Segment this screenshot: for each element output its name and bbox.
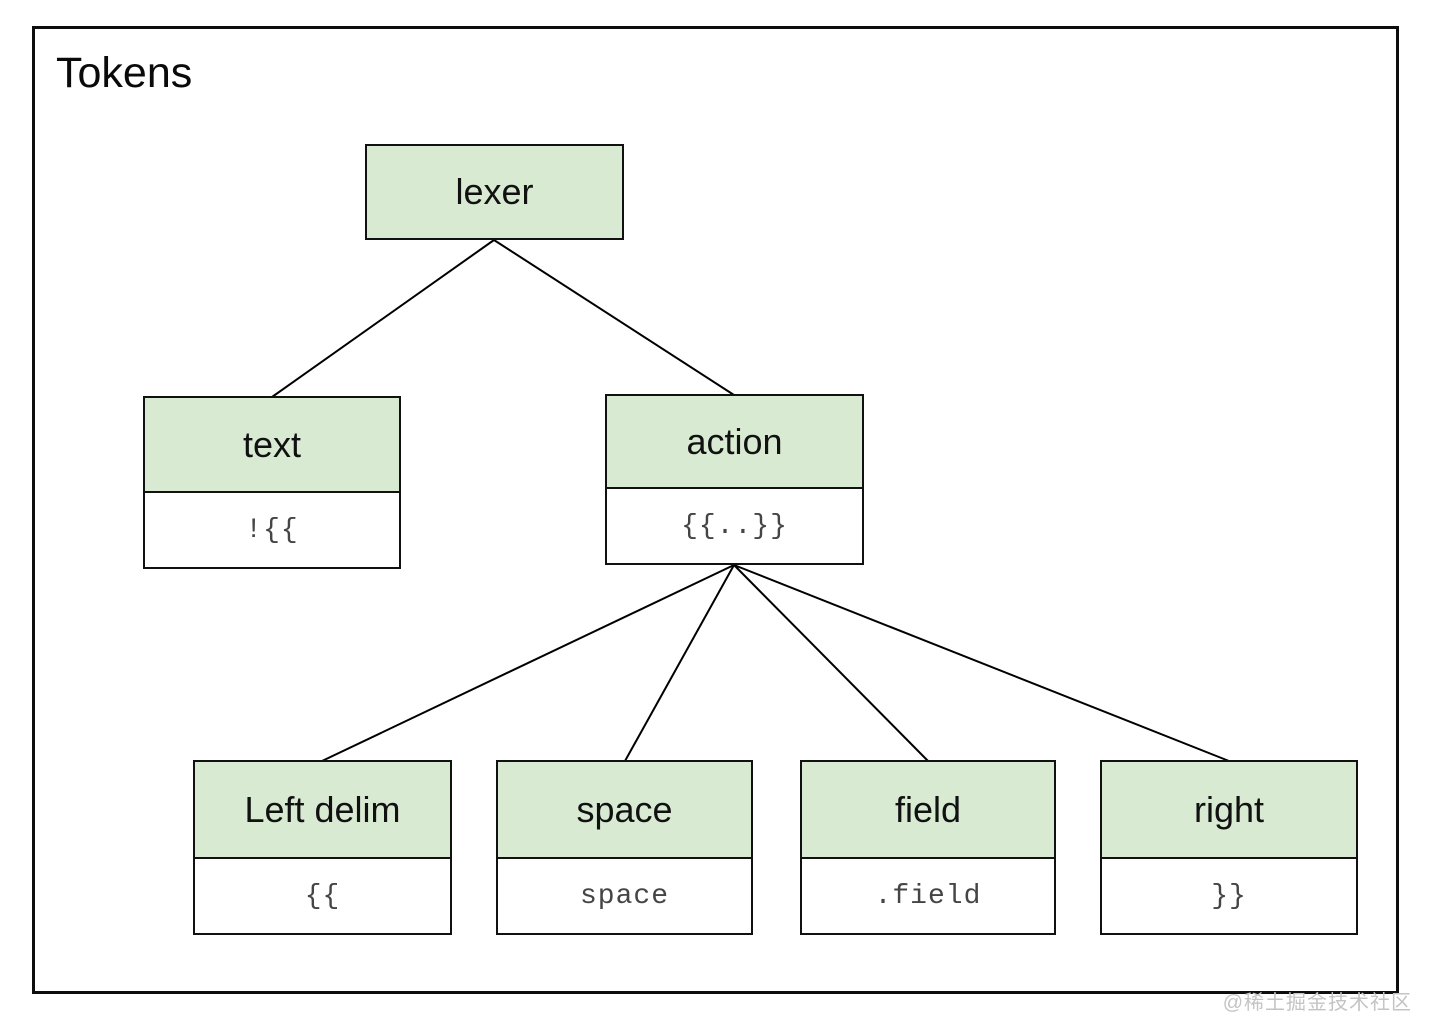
node-field-header: field	[802, 762, 1054, 859]
node-space: space space	[496, 760, 753, 935]
node-right-label: right	[1193, 788, 1265, 830]
node-left-delim-header: Left delim	[195, 762, 450, 859]
node-space-header: space	[498, 762, 751, 859]
node-left-delim: Left delim {{	[193, 760, 452, 935]
node-text-value: !{{	[245, 514, 299, 546]
node-action-label: action	[686, 420, 783, 462]
node-space-value: space	[579, 880, 669, 912]
node-left-delim-label: Left delim	[244, 788, 401, 830]
node-field-label: field	[894, 788, 962, 830]
node-field-value: .field	[874, 880, 982, 912]
node-text-header: text	[145, 398, 399, 493]
node-field: field .field	[800, 760, 1056, 935]
node-right-header: right	[1102, 762, 1356, 859]
node-space-label: space	[576, 788, 673, 830]
node-text: text !{{	[143, 396, 401, 569]
node-action-header: action	[607, 396, 862, 489]
node-action: action {{..}}	[605, 394, 864, 565]
node-left-delim-value: {{	[304, 880, 341, 912]
diagram-title: Tokens	[56, 49, 193, 97]
node-action-value: {{..}}	[681, 510, 788, 542]
node-lexer: lexer	[365, 144, 624, 240]
node-lexer-label: lexer	[455, 171, 534, 212]
node-right: right }}	[1100, 760, 1358, 935]
node-text-label: text	[242, 423, 302, 465]
watermark: @稀土掘金技术社区	[1222, 992, 1412, 1014]
node-right-value: }}	[1211, 880, 1247, 912]
